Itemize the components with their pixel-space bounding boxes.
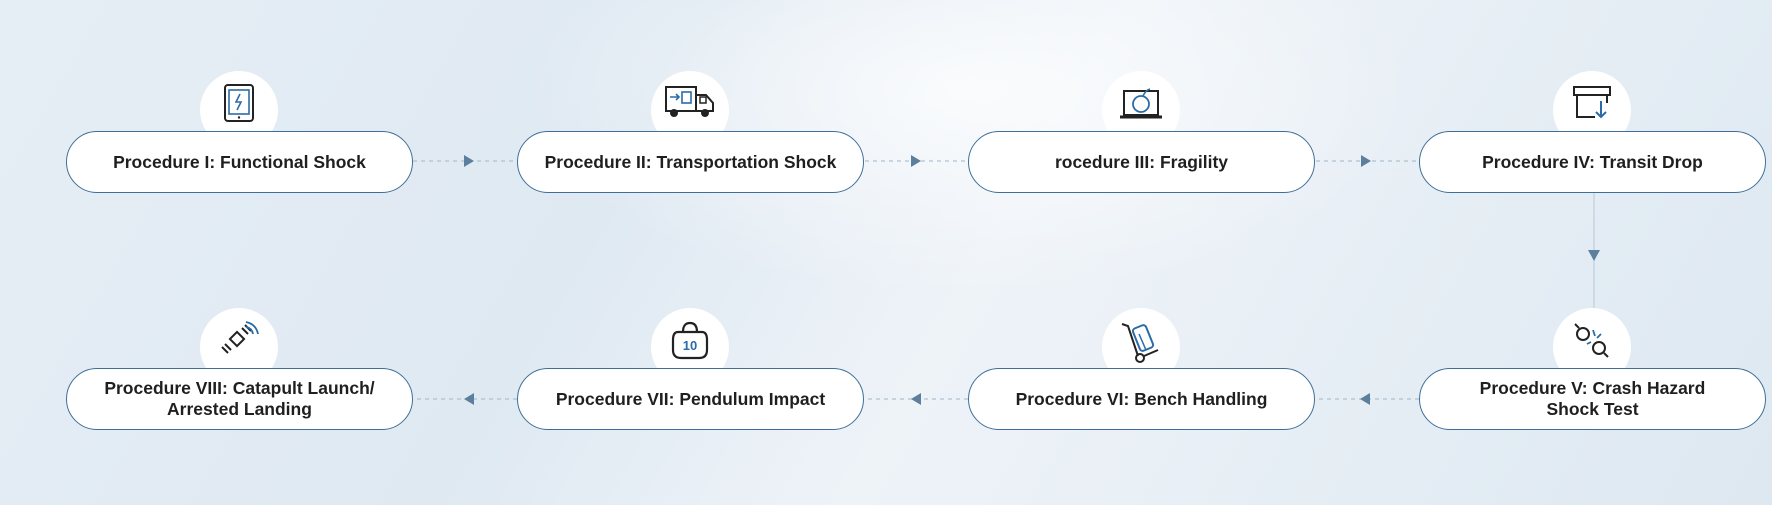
arrow-right-icon [1361,155,1371,167]
arrow-right-icon [911,155,921,167]
procedure-node-7[interactable]: 10 Procedure VII: Pendulum Impact [517,308,864,430]
weight-label: 10 [683,338,697,353]
arrow-right-icon [464,155,474,167]
procedure-label-box: Procedure VIII: Catapult Launch/ Arreste… [66,368,413,430]
procedure-node-4[interactable]: Procedure IV: Transit Drop [1419,71,1766,193]
procedure-node-8[interactable]: Procedure VIII: Catapult Launch/ Arreste… [66,308,413,430]
procedure-label-box: Procedure VII: Pendulum Impact [517,368,864,430]
procedure-node-3[interactable]: rocedure III: Fragility [968,71,1315,193]
arrow-left-icon [911,393,921,405]
procedure-node-2[interactable]: Procedure II: Transportation Shock [517,71,864,193]
procedure-label-box: rocedure III: Fragility [968,131,1315,193]
procedure-label: Procedure VIII: Catapult Launch/ Arreste… [104,378,375,419]
procedure-label-box: Procedure VI: Bench Handling [968,368,1315,430]
procedure-label: rocedure III: Fragility [1054,151,1229,172]
procedure-node-5[interactable]: Procedure V: Crash Hazard Shock Test [1419,308,1766,430]
procedure-label-box: Procedure I: Functional Shock [66,131,413,193]
procedure-label: Procedure II: Transportation Shock [544,151,837,172]
procedure-label-box: Procedure V: Crash Hazard Shock Test [1419,368,1766,430]
procedure-label: Procedure V: Crash Hazard Shock Test [1479,378,1706,419]
procedure-label: Procedure VI: Bench Handling [1015,388,1268,409]
procedure-label: Procedure I: Functional Shock [113,151,366,172]
arrow-left-icon [1360,393,1370,405]
arrow-down-icon [1588,250,1600,261]
procedure-label: Procedure VII: Pendulum Impact [555,388,826,409]
arrow-left-icon [464,393,474,405]
procedure-node-1[interactable]: Procedure I: Functional Shock [66,71,413,193]
procedure-label-box: Procedure II: Transportation Shock [517,131,864,193]
procedure-label-box: Procedure IV: Transit Drop [1419,131,1766,193]
procedure-node-6[interactable]: Procedure VI: Bench Handling [968,308,1315,430]
procedure-label: Procedure IV: Transit Drop [1482,151,1703,172]
